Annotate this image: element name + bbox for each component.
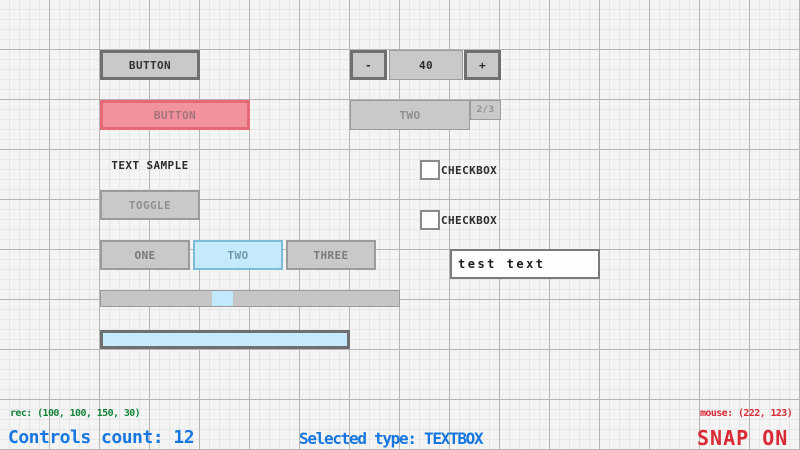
slider-track[interactable]	[100, 290, 400, 307]
textbox-control[interactable]	[450, 249, 600, 279]
checkbox-bottom[interactable]	[420, 210, 440, 230]
dropdown-control[interactable]: TWO	[350, 100, 470, 130]
stepper-value[interactable]: 40	[389, 50, 463, 80]
status-selected-type: Selected type: TEXTBOX	[299, 429, 484, 448]
dropdown-page-badge: 2/3	[470, 100, 501, 120]
button-control[interactable]: BUTTON	[100, 50, 200, 80]
radio-option-three[interactable]: THREE	[286, 240, 376, 270]
stepper-decrement-button[interactable]: -	[350, 50, 387, 80]
button-control-selected[interactable]: BUTTON	[100, 100, 250, 130]
status-mouse-readout: mouse: (222, 123)	[700, 408, 793, 419]
text-label-control: TEXT SAMPLE	[111, 158, 189, 172]
radio-option-one[interactable]: ONE	[100, 240, 190, 270]
checkbox-bottom-label[interactable]: CHECKBOX	[441, 213, 498, 227]
status-snap-indicator: SNAP ON	[697, 426, 789, 450]
toggle-control[interactable]: TOGGLE	[100, 190, 200, 220]
progress-bar	[100, 330, 350, 349]
radio-option-two-selected[interactable]: TWO	[193, 240, 283, 270]
checkbox-top-label[interactable]: CHECKBOX	[441, 163, 498, 177]
status-rect-readout: rec: (100, 100, 150, 30)	[10, 408, 141, 419]
checkbox-top[interactable]	[420, 160, 440, 180]
status-controls-count: Controls count: 12	[8, 427, 195, 448]
stepper-increment-button[interactable]: +	[464, 50, 501, 80]
slider-handle[interactable]	[212, 291, 233, 306]
